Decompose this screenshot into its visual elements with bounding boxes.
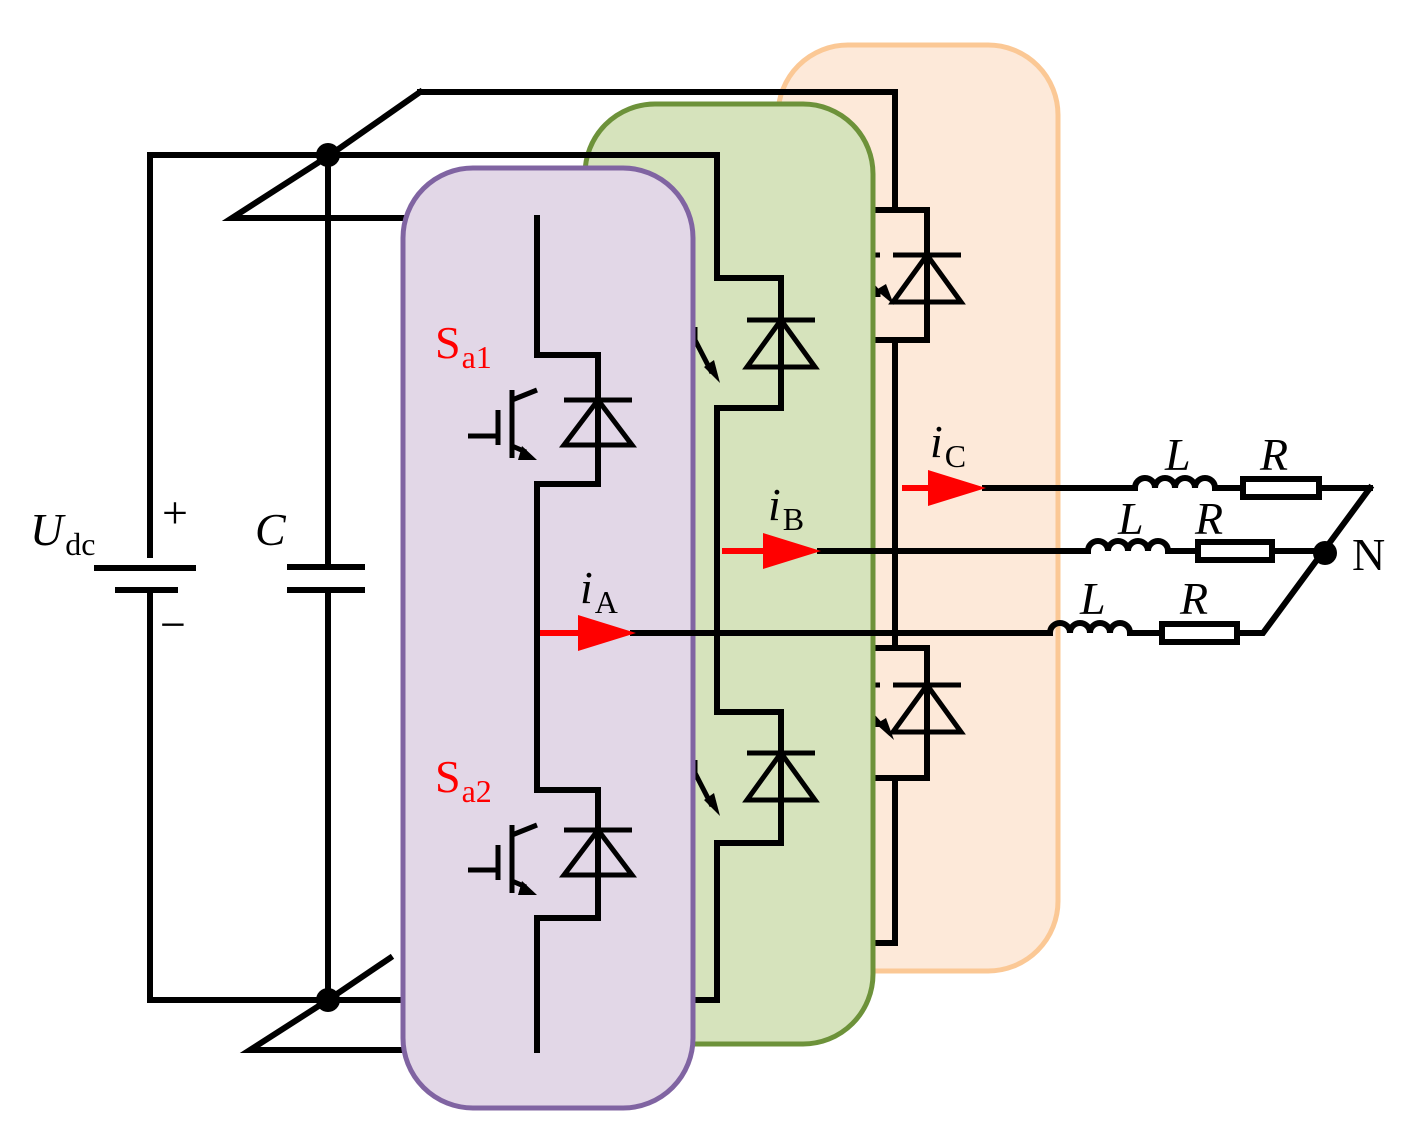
ia-subscript: A [595, 584, 618, 620]
labels: Udc + − C Sa1 Sa2 iA iB iC L R L R L R N [30, 317, 1385, 809]
output-lines [630, 485, 1138, 636]
udc-label: Udc [30, 504, 95, 562]
dc-voltage-source [94, 565, 196, 593]
resistor-b [1195, 539, 1275, 563]
phase-a-lower-igbt [468, 787, 638, 921]
ia-symbol: i [580, 562, 593, 613]
udc-symbol: U [30, 504, 66, 555]
load-phase-a [1046, 483, 1375, 645]
minus-sign: − [160, 599, 186, 650]
current-arrows [540, 470, 986, 651]
sa2-subscript: a2 [462, 773, 492, 809]
phase-a-panel [400, 165, 696, 1111]
neutral-label: N [1352, 529, 1385, 580]
load-phase-c [1131, 475, 1373, 500]
plus-sign: + [162, 487, 188, 538]
resistor-label-b: R [1194, 493, 1223, 544]
udc-subscript: dc [65, 526, 95, 562]
current-arrow-b [722, 533, 821, 569]
current-arrow-a [540, 615, 636, 651]
ib-subscript: B [783, 501, 804, 537]
capacitor-label: C [255, 504, 287, 555]
dc-link-capacitor [287, 564, 365, 593]
inductor-label-c: L [1164, 429, 1191, 480]
phase-c-upper-igbt [838, 207, 966, 343]
phase-a-leg [400, 165, 696, 1111]
current-ic-label: iC [930, 416, 966, 474]
ic-subscript: C [945, 438, 966, 474]
switch-sa1-label: Sa1 [435, 317, 492, 375]
sa1-symbol: S [435, 317, 461, 368]
dc-bus-top-node [316, 143, 340, 167]
sa1-subscript: a1 [462, 339, 492, 375]
resistor-label-c: R [1259, 429, 1288, 480]
resistor-label-a: R [1179, 573, 1208, 624]
neutral-node [1313, 541, 1337, 565]
current-arrow-c [902, 470, 986, 506]
resistor-c [1240, 476, 1322, 500]
inductor-label-b: L [1117, 493, 1144, 544]
phase-a-upper-igbt [468, 352, 638, 487]
ib-symbol: i [768, 479, 781, 530]
rl-load [1046, 475, 1375, 645]
inductor-label-a: L [1079, 573, 1106, 624]
resistor-a [1159, 621, 1240, 645]
current-ia-label: iA [580, 562, 618, 620]
switch-sa2-label: Sa2 [435, 751, 492, 809]
dc-bus-bottom-node [316, 988, 340, 1012]
ic-symbol: i [930, 416, 943, 467]
current-ib-label: iB [768, 479, 804, 537]
sa2-symbol: S [435, 751, 461, 802]
